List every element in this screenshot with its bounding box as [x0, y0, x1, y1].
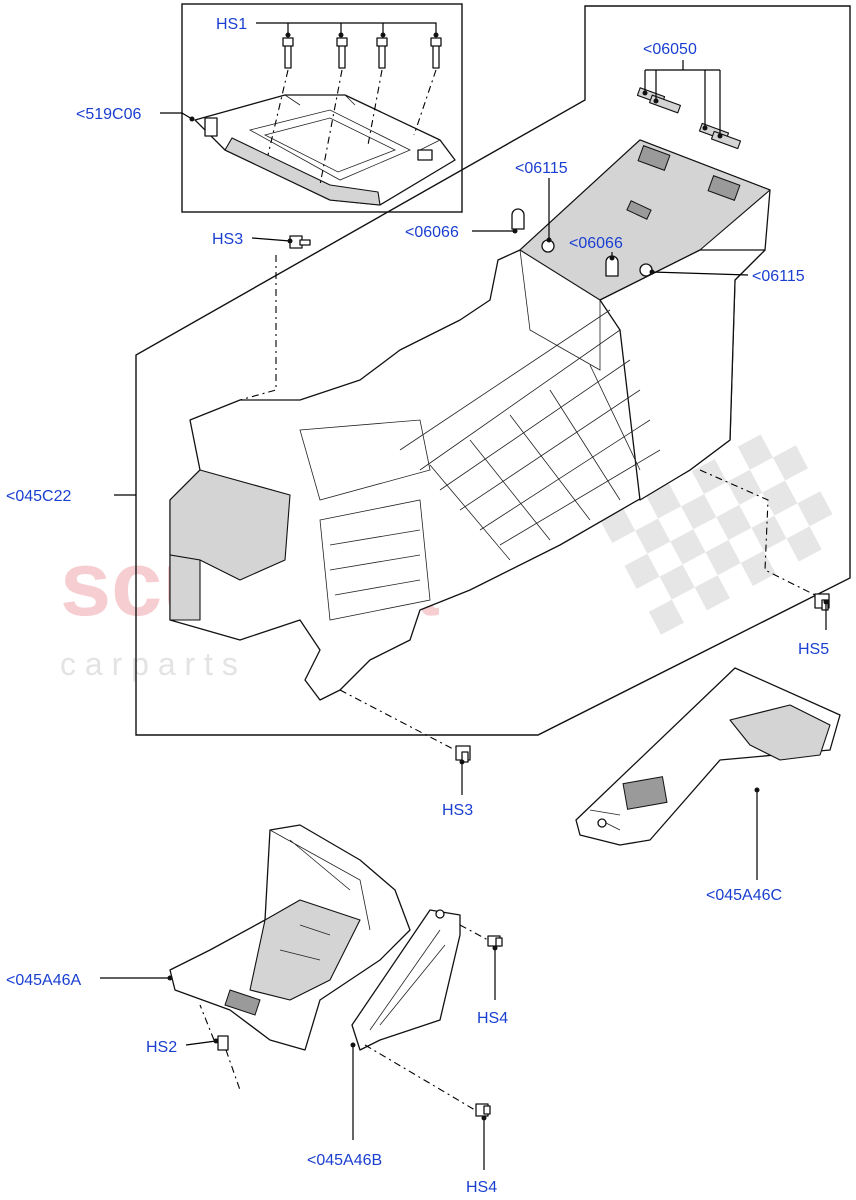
label-045a46a: <045A46A	[6, 972, 82, 989]
bolt-hs3-bottom	[339, 689, 471, 763]
label-06115-top: <06115	[515, 160, 568, 177]
stud-06050-set	[636, 87, 742, 150]
label-hs1: HS1	[216, 16, 247, 33]
bracket-045a46a	[169, 824, 411, 1051]
leader-lines	[100, 22, 829, 1170]
bolt-hs4-upper	[459, 924, 503, 947]
label-hs3-top: HS3	[212, 231, 243, 248]
bolt-hs3-top	[239, 235, 311, 401]
label-06115-right: <06115	[752, 268, 805, 285]
label-045c22: <045C22	[6, 488, 71, 505]
callout-labels: HS1 <519C06 <06050 <06115 <06066 <06066 …	[6, 16, 829, 1196]
label-519c06: <519C06	[76, 106, 141, 123]
label-045a46c: <045A46C	[706, 887, 782, 904]
watermark-sub: c a r p a r t s	[60, 646, 238, 682]
label-06066-left: <06066	[405, 224, 459, 241]
label-06050: <06050	[643, 41, 697, 58]
bolt-hs1-set	[267, 37, 442, 186]
trim-045a46b	[351, 909, 461, 1051]
label-045a46b: <045A46B	[307, 1152, 382, 1169]
label-hs4-lower: HS4	[466, 1179, 497, 1196]
label-hs4-upper: HS4	[477, 1010, 508, 1027]
label-hs3-bottom: HS3	[442, 802, 473, 819]
console-carrier-045c22	[169, 139, 771, 701]
checkered-flag-icon	[600, 434, 833, 635]
label-hs2: HS2	[146, 1039, 177, 1056]
label-06066-right: <06066	[569, 235, 623, 252]
group-outline-045c22	[135, 5, 851, 736]
bolt-hs2	[199, 1004, 241, 1091]
cover-045a46c	[575, 667, 841, 846]
bolt-hs4-lower	[364, 1044, 491, 1117]
bracket-519c06	[194, 94, 456, 206]
inset-box-519c06	[181, 3, 463, 213]
label-hs5: HS5	[798, 641, 829, 658]
